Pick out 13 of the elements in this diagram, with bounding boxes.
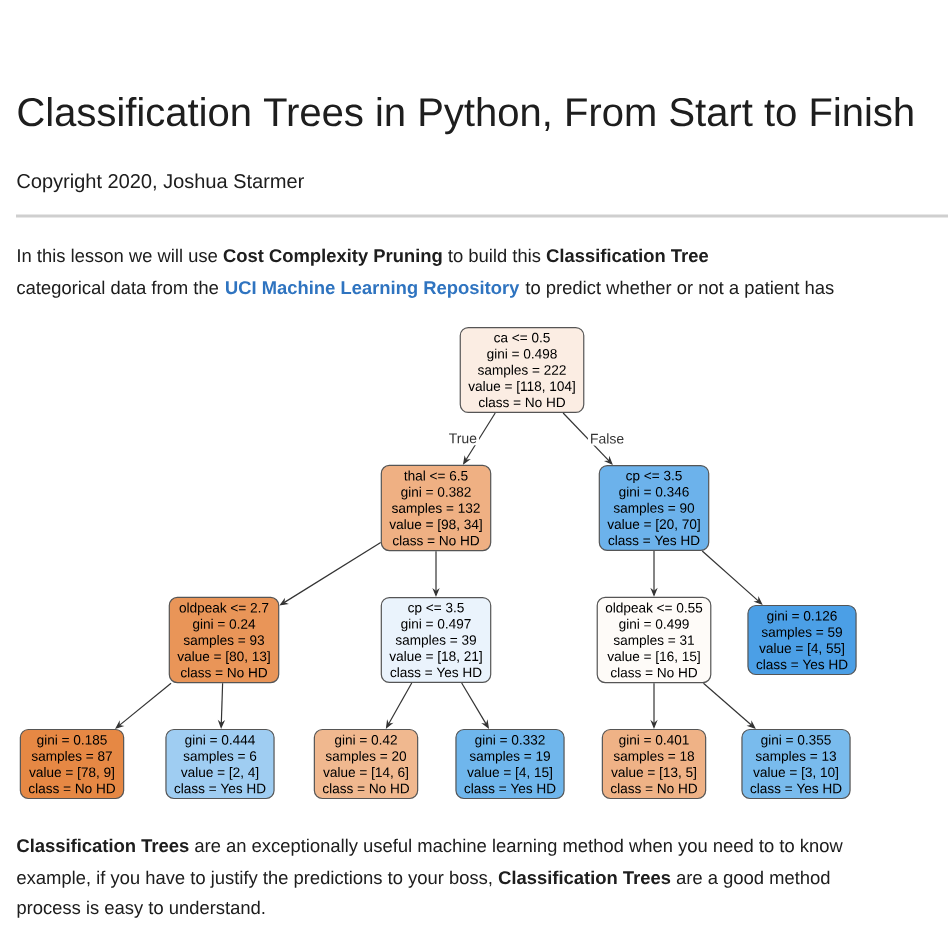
paragraph-text: process is easy to understand. [17,900,265,918]
paragraph-text: to predict whether or not a patient has [525,280,834,298]
arrow [562,412,613,465]
paragraph-text: categorical data from the [17,280,219,298]
arrow [115,682,172,729]
paragraph-text: In this lesson we will use Cost Complexity Pruning to build this Classification Tree [18,248,709,266]
arrow [702,682,756,729]
page-title: Classification Trees in Python, From Start to Finish [18,97,913,135]
link-text: UCI Machine Learning Repository [226,280,520,298]
paragraph-text: example, if you have to justify the predictions to your boss, Classification Trees are a good method [17,870,830,888]
paragraph-text: Classification Trees are an exceptionally useful machine learning method when you need to to know [17,838,843,856]
arrow [701,550,763,605]
copyright-text: Copyright 2020, Joshua Starmer [17,173,304,193]
